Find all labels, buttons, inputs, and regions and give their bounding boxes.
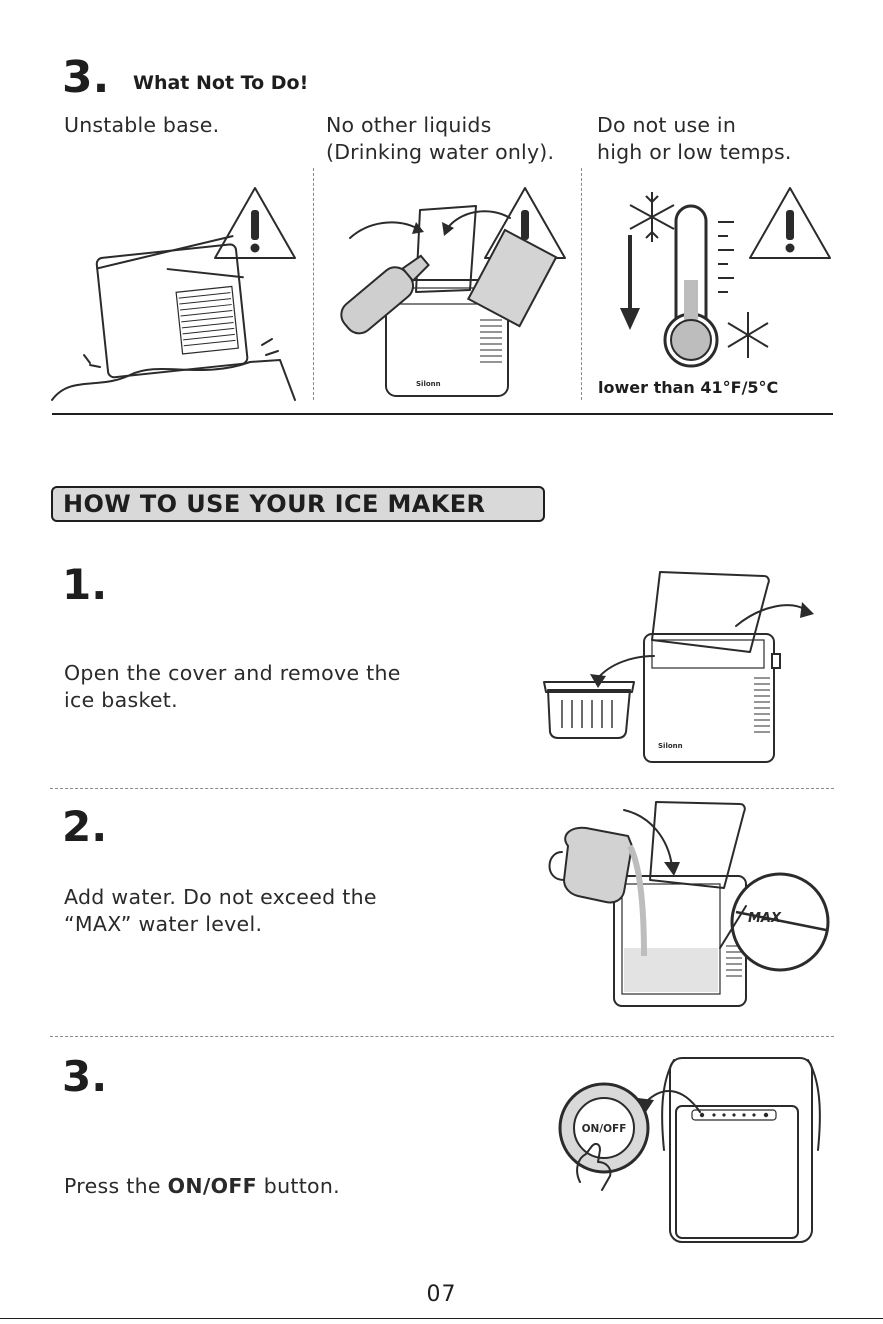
page-number: 07: [426, 1282, 457, 1307]
column-divider: [581, 168, 582, 400]
step-instruction: Press the ON/OFF button.: [64, 1146, 340, 1200]
no-other-liquids-illustration: Silonn: [340, 187, 566, 397]
column-divider: [313, 168, 314, 400]
step-number: 1.: [62, 560, 108, 609]
on-off-button-label: ON/OFF: [582, 1123, 627, 1135]
step-number: 3.: [62, 1052, 108, 1101]
snowflake-icon: [629, 192, 675, 242]
bottom-rule: [0, 1318, 883, 1319]
press-button-illustration: ON/OFF: [558, 1057, 821, 1243]
step-instruction: Add water. Do not exceed the “MAX” water…: [64, 885, 377, 936]
warning-icon: [214, 187, 296, 259]
how-to-banner: HOW TO USE YOUR ICE MAKER: [51, 486, 545, 522]
step-divider: [50, 788, 834, 789]
hand-icon: [576, 1142, 612, 1191]
svg-text:Silonn: Silonn: [416, 380, 441, 388]
section-number: 3.: [62, 52, 110, 103]
step-text-part: button.: [256, 1174, 341, 1198]
step-text-part: Press the: [64, 1174, 168, 1198]
add-water-illustration: MAX: [548, 801, 830, 1007]
warning-caption-temps: Do not use in high or low temps.: [597, 113, 792, 164]
step-divider: [50, 1036, 834, 1037]
section-divider: [52, 413, 833, 415]
warning-caption-liquids: No other liquids (Drinking water only).: [326, 113, 555, 164]
temperature-illustration: [620, 187, 831, 368]
svg-text:Silonn: Silonn: [658, 742, 683, 750]
temperature-note: lower than 41°F/5°C: [598, 378, 779, 397]
arrow-down-icon: [620, 235, 640, 330]
thermometer-icon: [663, 204, 734, 368]
step-number: 2.: [62, 802, 108, 851]
warning-icon: [749, 187, 831, 259]
open-cover-illustration: Silonn: [543, 571, 814, 763]
snowflake-icon: [727, 312, 769, 358]
unstable-base-illustration: [51, 187, 296, 401]
svg-text:MAX: MAX: [748, 911, 782, 926]
warning-caption-unstable: Unstable base.: [64, 113, 220, 137]
step-text-bold: ON/OFF: [167, 1174, 257, 1198]
section-title: What Not To Do!: [133, 72, 309, 94]
step-instruction: Open the cover and remove the ice basket…: [64, 661, 401, 712]
